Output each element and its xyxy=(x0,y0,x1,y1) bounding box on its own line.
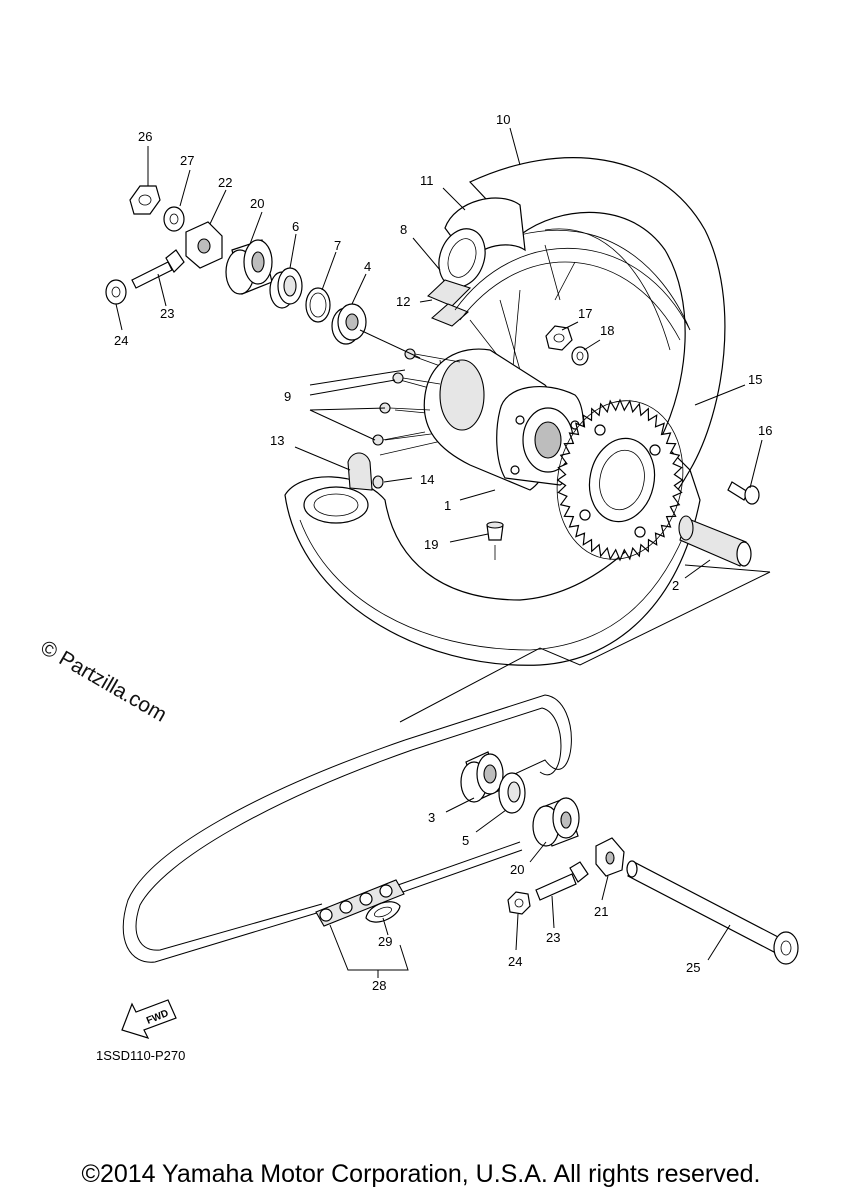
callout-23-top: 23 xyxy=(160,306,174,321)
callout-27: 27 xyxy=(180,153,194,168)
rim xyxy=(454,244,691,341)
callout-11: 11 xyxy=(420,173,434,188)
collar-20-top xyxy=(225,239,273,295)
callout-14: 14 xyxy=(420,472,434,487)
callout-21: 21 xyxy=(594,904,608,919)
bolt-23-top xyxy=(131,249,185,289)
rim-band xyxy=(427,279,472,327)
callout-20-top: 20 xyxy=(250,196,264,211)
callout-26: 26 xyxy=(138,129,152,144)
copyright-notice: ©2014 Yamaha Motor Corporation, U.S.A. A… xyxy=(81,1160,761,1188)
valve-19 xyxy=(486,521,504,560)
chain xyxy=(122,694,572,963)
callout-20-bottom: 20 xyxy=(510,862,524,877)
adjuster-21 xyxy=(595,837,625,877)
callout-24-top: 24 xyxy=(114,333,128,348)
callout-29: 29 xyxy=(378,934,392,949)
nut-14 xyxy=(372,475,384,489)
chain-joint-28 xyxy=(315,879,405,927)
callout-23-bottom: 23 xyxy=(546,930,560,945)
tire xyxy=(284,157,726,666)
callout-9: 9 xyxy=(284,389,291,404)
bearing-3 xyxy=(460,751,504,803)
bolt-16 xyxy=(727,481,760,505)
washer-27 xyxy=(163,206,185,232)
callout-8: 8 xyxy=(400,222,407,237)
figure-code: 1SSD110-P270 xyxy=(96,1048,186,1063)
callout-7: 7 xyxy=(334,238,341,253)
callout-3: 3 xyxy=(428,810,435,825)
callout-12: 12 xyxy=(396,294,410,309)
rim-lock-13 xyxy=(303,452,373,524)
callout-18: 18 xyxy=(600,323,614,338)
nut-24-top xyxy=(105,279,127,305)
callout-13: 13 xyxy=(270,433,284,448)
bolt-23-bottom xyxy=(535,861,589,901)
oil-seal-4 xyxy=(331,303,367,345)
callout-6: 6 xyxy=(292,219,299,234)
bearing-6 xyxy=(269,267,303,309)
washer-18 xyxy=(571,346,589,366)
callout-17: 17 xyxy=(578,306,592,321)
section-lines xyxy=(309,369,771,723)
callout-19: 19 xyxy=(424,537,438,552)
circlip-7 xyxy=(305,287,331,323)
adjuster-22 xyxy=(185,221,223,269)
spacer-2 xyxy=(678,515,752,567)
callout-4: 4 xyxy=(364,259,371,274)
callout-22: 22 xyxy=(218,175,232,190)
axle-25 xyxy=(626,860,799,965)
leader-lines xyxy=(115,127,763,978)
nut-24-bottom xyxy=(507,891,531,915)
tube xyxy=(438,197,526,288)
nut-26 xyxy=(129,185,161,215)
collar-20-bottom xyxy=(532,797,580,847)
fwd-arrow-icon: FWD xyxy=(121,999,177,1039)
callout-numbers: 1 2 3 4 5 6 7 8 9 10 11 12 13 14 15 16 1… xyxy=(114,112,772,993)
callout-28: 28 xyxy=(372,978,386,993)
sprocket xyxy=(556,398,684,562)
callout-10: 10 xyxy=(496,112,510,127)
callout-1: 1 xyxy=(444,498,451,513)
callout-2: 2 xyxy=(672,578,679,593)
clip-29 xyxy=(365,901,401,923)
oil-seal-5 xyxy=(498,772,526,814)
callout-24-bottom: 24 xyxy=(508,954,522,969)
callout-25: 25 xyxy=(686,960,700,975)
callout-5: 5 xyxy=(462,833,469,848)
nut-17 xyxy=(545,325,573,351)
hub xyxy=(423,348,585,491)
callout-16: 16 xyxy=(758,423,772,438)
callout-15: 15 xyxy=(748,372,762,387)
